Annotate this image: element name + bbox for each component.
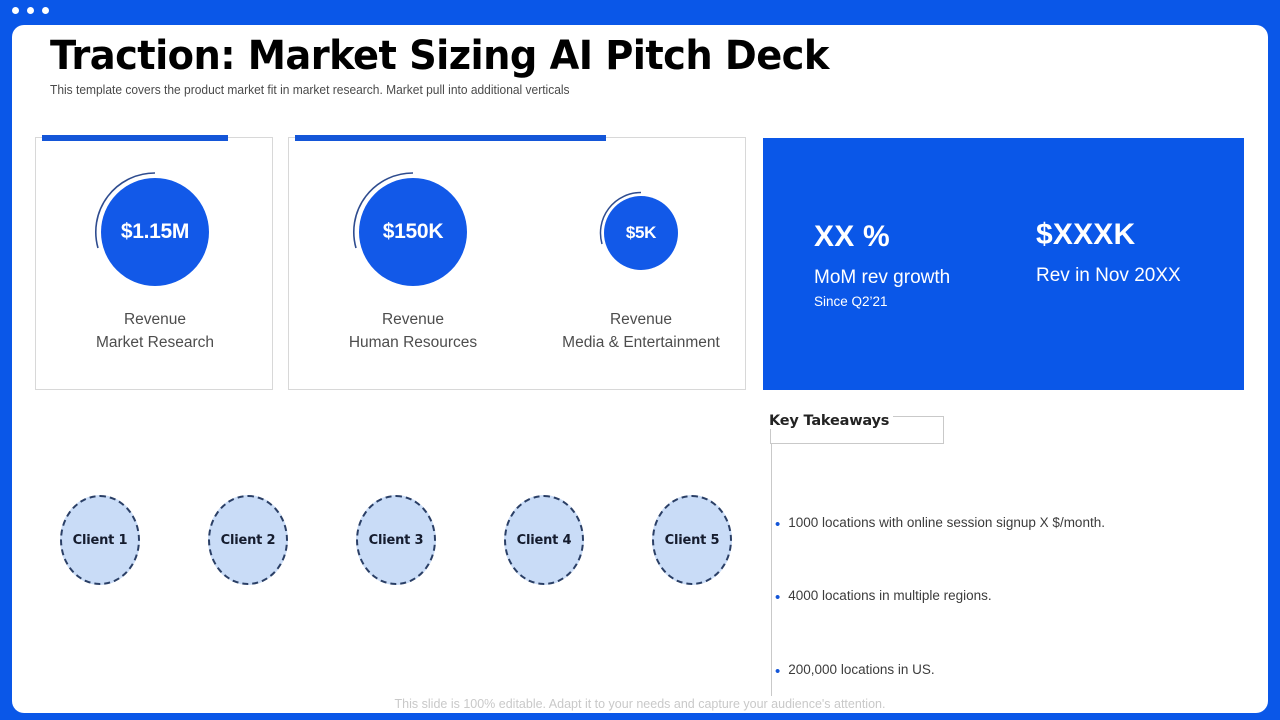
metric-value: $150K <box>359 178 467 286</box>
window-dot-3[interactable] <box>42 7 49 14</box>
bubble-wrap: $5K <box>598 190 684 276</box>
takeaway-item-3: • 200,000 locations in US. <box>775 662 935 679</box>
revenue-card-market-research[interactable]: $1.15M Revenue Market Research <box>35 135 274 390</box>
client-badge-1[interactable]: Client 1 <box>60 495 140 585</box>
client-label: Client 1 <box>72 532 128 548</box>
kpi-name: Rev in Nov 20XX <box>1036 265 1181 286</box>
kpi-panel: XX % MoM rev growth Since Q2’21 $XXXK Re… <box>763 138 1244 390</box>
metric-label: Revenue Media & Entertainment <box>536 308 746 354</box>
card-accent-bar <box>295 135 606 141</box>
metric-value: $1.15M <box>101 178 209 286</box>
kpi-name: MoM rev growth <box>814 267 951 288</box>
bubble-wrap: $150K <box>351 170 475 294</box>
client-label: Client 2 <box>220 532 276 548</box>
kpi-rev-in-nov: $XXXK Rev in Nov 20XX <box>1036 218 1181 287</box>
bullet-icon: • <box>775 589 781 606</box>
takeaways-vertical-rule <box>771 444 772 696</box>
takeaway-text: 1000 locations with online session signu… <box>788 515 1105 530</box>
window-controls <box>12 7 49 14</box>
client-label: Client 4 <box>516 532 572 548</box>
window-dot-2[interactable] <box>27 7 34 14</box>
slide-canvas: Traction: Market Sizing AI Pitch Deck Th… <box>12 25 1268 713</box>
takeaways-title: Key Takeaways <box>769 413 894 429</box>
kpi-mom-rev-growth: XX % MoM rev growth Since Q2’21 <box>814 220 950 309</box>
footer-note: This slide is 100% editable. Adapt it to… <box>394 697 886 711</box>
card-accent-bar <box>42 135 228 141</box>
takeaway-item-2: • 4000 locations in multiple regions. <box>775 588 992 605</box>
takeaway-text: 4000 locations in multiple regions. <box>788 588 992 603</box>
page-title: Traction: Market Sizing AI Pitch Deck <box>50 33 829 79</box>
metric-market-research: $1.15M Revenue Market Research <box>36 170 274 354</box>
bubble-wrap: $1.15M <box>93 170 217 294</box>
page-subtitle: This template covers the product market … <box>50 83 570 97</box>
window-dot-1[interactable] <box>12 7 19 14</box>
client-badge-3[interactable]: Client 3 <box>356 495 436 585</box>
metric-label: Revenue Human Resources <box>289 308 537 354</box>
metric-human-resources: $150K Revenue Human Resources <box>289 170 537 354</box>
metric-label-line1: Revenue <box>609 311 673 328</box>
client-label: Client 3 <box>368 532 424 548</box>
revenue-card-hr-media[interactable]: $150K Revenue Human Resources $5K Revenu… <box>288 135 746 390</box>
takeaway-text: 200,000 locations in US. <box>788 662 935 677</box>
metric-label-line2: Media & Entertainment <box>562 334 720 351</box>
key-takeaways: Key Takeaways • 1000 locations with onli… <box>763 407 1193 696</box>
metric-media-entertainment: $5K Revenue Media & Entertainment <box>536 190 746 354</box>
client-badge-5[interactable]: Client 5 <box>652 495 732 585</box>
client-badge-2[interactable]: Client 2 <box>208 495 288 585</box>
metric-label-line2: Human Resources <box>348 334 478 351</box>
kpi-value: $XXXK <box>1036 218 1136 251</box>
client-badge-4[interactable]: Client 4 <box>504 495 584 585</box>
client-list: Client 1 Client 2 Client 3 Client 4 Clie… <box>35 495 755 615</box>
metric-label-line1: Revenue <box>123 311 187 328</box>
client-label: Client 5 <box>664 532 720 548</box>
metric-label-line2: Market Research <box>95 334 214 351</box>
metric-label: Revenue Market Research <box>36 308 274 354</box>
kpi-value: XX % <box>814 220 890 253</box>
takeaway-item-1: • 1000 locations with online session sig… <box>775 515 1105 532</box>
bullet-icon: • <box>775 663 781 680</box>
bullet-icon: • <box>775 516 781 533</box>
metric-label-line1: Revenue <box>381 311 445 328</box>
kpi-sub: Since Q2’21 <box>814 294 888 309</box>
metric-value: $5K <box>604 196 678 270</box>
